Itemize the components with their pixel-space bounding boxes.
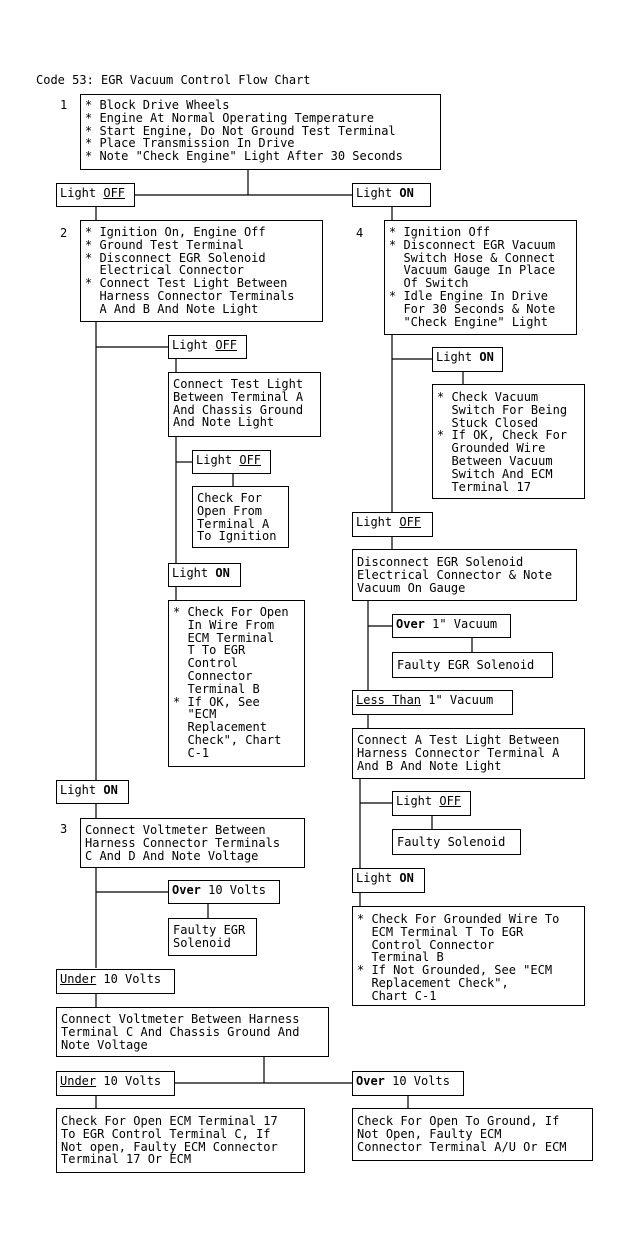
faulty-solenoid-text: Faulty Solenoid xyxy=(397,835,506,849)
faulty-solenoid-box: Faulty Solenoid xyxy=(392,829,521,855)
branch-label: Light xyxy=(356,186,393,200)
branch-value: OFF xyxy=(239,453,262,467)
connect-chassis-text: Connect Test Light Between Terminal A An… xyxy=(173,377,304,430)
branch-light-on-6: Light ON xyxy=(352,868,425,893)
branch-label: Light xyxy=(356,871,393,885)
disconnect-egr-solenoid-text: Disconnect EGR Solenoid Electrical Conne… xyxy=(357,555,553,595)
branch-value: OFF xyxy=(215,338,238,352)
branch-value: 10 Volts xyxy=(96,1074,162,1088)
step-2-box: * Ignition On, Engine Off * Ground Test … xyxy=(80,220,323,322)
check-vacuum-switch-box: * Check Vacuum Switch For Being Stuck Cl… xyxy=(432,384,585,499)
branch-label: Over xyxy=(356,1074,385,1088)
branch-light-off-4: Light OFF xyxy=(352,512,433,537)
check-grounded-wire-text: * Check For Grounded Wire To ECM Termina… xyxy=(357,912,560,1003)
check-open-wire-box: * Check For Open In Wire From ECM Termin… xyxy=(168,600,305,767)
connect-c-chassis-text: Connect Voltmeter Between Harness Termin… xyxy=(61,1012,300,1052)
branch-label: Light xyxy=(396,794,433,808)
branch-value: ON xyxy=(103,783,118,797)
branch-light-on-5: Light ON xyxy=(432,347,503,372)
step-3-text: Connect Voltmeter Between Harness Connec… xyxy=(85,823,281,863)
branch-light-off-5: Light OFF xyxy=(392,791,471,816)
branch-label: Over xyxy=(396,617,425,631)
branch-over-10-volts-1: Over 10 Volts xyxy=(168,880,280,904)
branch-value: OFF xyxy=(439,794,462,808)
branch-label: Under xyxy=(60,1074,97,1088)
branch-label: Over xyxy=(172,883,201,897)
branch-light-on-3: Light ON xyxy=(56,780,129,804)
branch-label: Light xyxy=(60,186,97,200)
faulty-egr-solenoid-left-box: Faulty EGR Solenoid xyxy=(168,918,257,956)
connect-chassis-box: Connect Test Light Between Terminal A An… xyxy=(168,372,321,437)
branch-value: 10 Volts xyxy=(200,883,266,897)
step-number-3: 3 xyxy=(60,822,68,836)
check-open-ecm17-box: Check For Open ECM Terminal 17 To EGR Co… xyxy=(56,1108,305,1173)
branch-value: 1" Vacuum xyxy=(424,617,498,631)
step-number-4: 4 xyxy=(356,226,364,240)
branch-value: 10 Volts xyxy=(384,1074,450,1088)
branch-under-10-volts-2: Under 10 Volts xyxy=(56,1071,175,1096)
step-4-box: * Ignition Off * Disconnect EGR Vacuum S… xyxy=(384,220,577,335)
branch-label: Under xyxy=(60,972,97,986)
branch-value: ON xyxy=(215,566,230,580)
step-3-box: Connect Voltmeter Between Harness Connec… xyxy=(80,818,305,868)
step-number-2: 2 xyxy=(60,226,68,240)
step-2-text: * Ignition On, Engine Off * Ground Test … xyxy=(85,225,295,316)
branch-label: Light xyxy=(172,566,209,580)
check-open-ecm17-text: Check For Open ECM Terminal 17 To EGR Co… xyxy=(61,1114,278,1167)
branch-value: ON xyxy=(479,350,494,364)
check-vacuum-switch-text: * Check Vacuum Switch For Being Stuck Cl… xyxy=(437,390,568,494)
branch-light-on-2: Light ON xyxy=(168,563,241,587)
branch-value: ON xyxy=(399,186,414,200)
branch-label: Less Than xyxy=(356,693,422,707)
connect-a-b-text: Connect A Test Light Between Harness Con… xyxy=(357,733,560,773)
branch-value: OFF xyxy=(103,186,126,200)
disconnect-egr-solenoid-box: Disconnect EGR Solenoid Electrical Conne… xyxy=(352,549,577,601)
connect-c-chassis-box: Connect Voltmeter Between Harness Termin… xyxy=(56,1007,329,1057)
branch-less-than-1-vacuum: Less Than 1" Vacuum xyxy=(352,690,513,715)
check-open-ground-box: Check For Open To Ground, If Not Open, F… xyxy=(352,1108,593,1161)
step-4-text: * Ignition Off * Disconnect EGR Vacuum S… xyxy=(389,225,556,329)
branch-value: OFF xyxy=(399,515,422,529)
branch-light-off-3: Light OFF xyxy=(192,450,271,474)
branch-light-off-1: Light OFF xyxy=(56,183,135,207)
check-open-wire-text: * Check For Open In Wire From ECM Termin… xyxy=(173,605,289,760)
branch-value: 10 Volts xyxy=(96,972,162,986)
branch-light-on-4: Light ON xyxy=(352,183,431,207)
branch-value: ON xyxy=(399,871,414,885)
step-number-1: 1 xyxy=(60,98,68,112)
chart-title: Code 53: EGR Vacuum Control Flow Chart xyxy=(36,73,311,87)
check-open-ignition-text: Check For Open From Terminal A To Igniti… xyxy=(197,491,277,544)
branch-label: Light xyxy=(436,350,473,364)
connect-a-b-box: Connect A Test Light Between Harness Con… xyxy=(352,728,585,779)
branch-over-1-vacuum: Over 1" Vacuum xyxy=(392,614,511,638)
step-1-text: * Block Drive Wheels * Engine At Normal … xyxy=(85,98,403,164)
branch-label: Light xyxy=(196,453,233,467)
branch-label: Light xyxy=(60,783,97,797)
branch-value: 1" Vacuum xyxy=(421,693,494,707)
branch-label: Light xyxy=(172,338,209,352)
faulty-egr-solenoid-left-text: Faulty EGR Solenoid xyxy=(173,923,246,950)
branch-over-10-volts-2: Over 10 Volts xyxy=(352,1071,464,1096)
branch-light-off-2: Light OFF xyxy=(168,335,247,359)
check-open-ground-text: Check For Open To Ground, If Not Open, F… xyxy=(357,1114,567,1154)
branch-label: Light xyxy=(356,515,393,529)
faulty-egr-solenoid-right-box: Faulty EGR Solenoid xyxy=(392,652,553,678)
branch-under-10-volts-1: Under 10 Volts xyxy=(56,969,175,994)
check-grounded-wire-box: * Check For Grounded Wire To ECM Termina… xyxy=(352,906,585,1006)
check-open-ignition-box: Check For Open From Terminal A To Igniti… xyxy=(192,486,289,548)
faulty-egr-solenoid-right-text: Faulty EGR Solenoid xyxy=(397,658,535,672)
step-1-box: * Block Drive Wheels * Engine At Normal … xyxy=(80,94,441,170)
